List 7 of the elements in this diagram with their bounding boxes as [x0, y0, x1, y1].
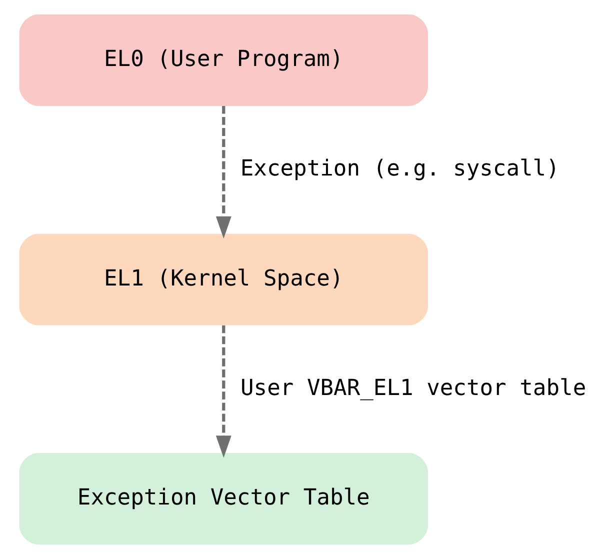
node-box: Exception Vector Table — [19, 453, 428, 545]
edge-label: Exception (e.g. syscall) — [240, 156, 560, 182]
node-box: EL1 (Kernel Space) — [19, 234, 428, 326]
edge-label: User VBAR_EL1 vector table — [240, 376, 586, 401]
arrow — [216, 106, 232, 238]
node-box: EL0 (User Program) — [19, 14, 428, 106]
arrow — [216, 325, 232, 458]
